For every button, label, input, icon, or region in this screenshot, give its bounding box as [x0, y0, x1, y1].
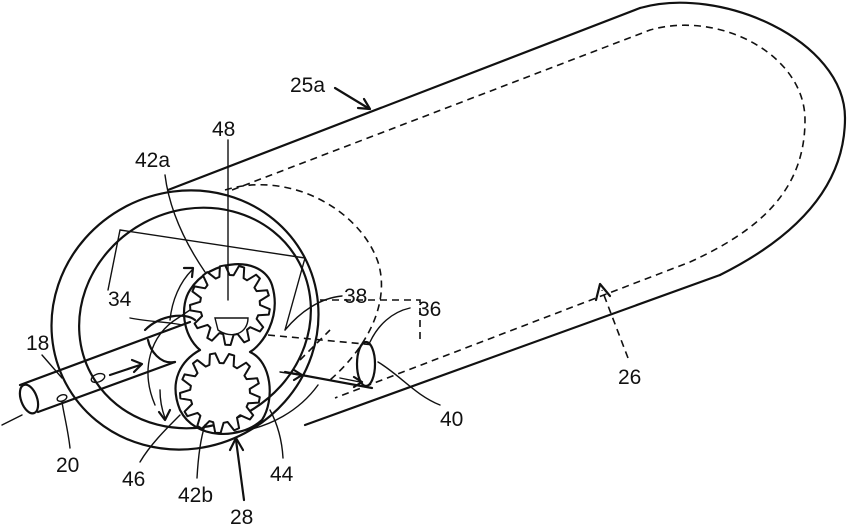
label-34: 34 — [108, 288, 132, 311]
label-20: 20 — [56, 454, 79, 477]
label-38: 38 — [344, 285, 367, 308]
label-46: 46 — [122, 468, 145, 491]
label-18: 18 — [26, 332, 49, 355]
leader-26-head — [596, 284, 610, 300]
leader-42b — [197, 425, 205, 478]
label-48: 48 — [212, 118, 235, 141]
leader-36 — [370, 308, 410, 342]
inlet-shaft — [2, 415, 22, 425]
cylinder-end-cap — [640, 3, 845, 275]
label-28: 28 — [230, 506, 253, 527]
inlet-pipe-opening — [16, 382, 41, 416]
label-26: 26 — [618, 366, 641, 389]
leader-34 — [130, 318, 182, 325]
rotation-arrow-upper-head — [184, 268, 193, 277]
lower-gear-teeth — [180, 353, 260, 433]
label-42a: 42a — [135, 149, 170, 172]
label-42b: 42b — [178, 484, 213, 507]
cylinder-top-edge — [168, 8, 640, 190]
cylinder-body — [168, 3, 845, 425]
leader-25a — [335, 88, 368, 108]
outlet-pipe-top — [268, 335, 375, 345]
leader-20 — [62, 402, 70, 448]
inlet-port-hole — [90, 372, 106, 384]
label-40: 40 — [440, 408, 463, 431]
rotation-arrow-upper — [170, 270, 192, 320]
label-44: 44 — [270, 463, 294, 486]
front-inner-rim — [40, 167, 350, 469]
leader-40 — [378, 362, 440, 405]
lower-gear — [180, 353, 260, 433]
leader-26 — [602, 290, 628, 358]
label-25a: 25a — [290, 74, 325, 97]
label-36: 36 — [418, 298, 441, 321]
